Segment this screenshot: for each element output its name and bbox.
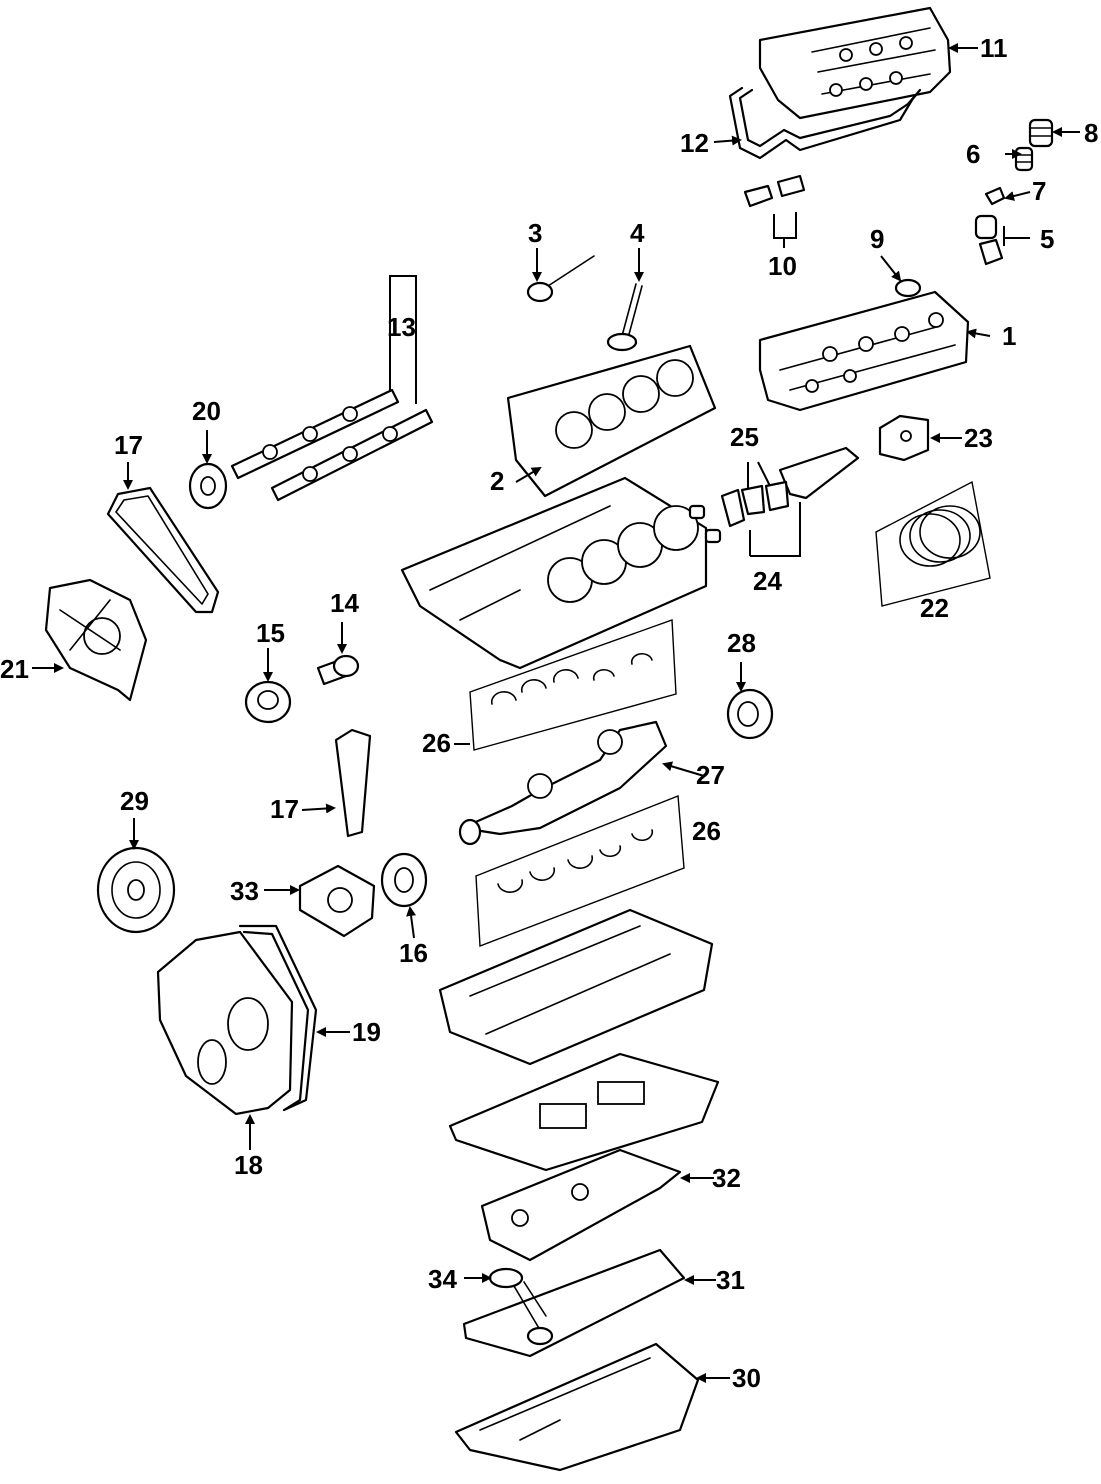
callout-32: 32: [712, 1163, 741, 1193]
callout-11: 11: [980, 33, 1008, 63]
callout-15: 15: [256, 618, 285, 648]
harmonic-balancer: [96, 846, 176, 934]
camshafts: [230, 388, 434, 502]
rocker-arm-pieces: [743, 174, 806, 208]
callout-33: 33: [230, 876, 259, 906]
front-crank-seal: [380, 852, 428, 908]
rear-main-seal: [726, 688, 774, 740]
piston-rings: [875, 480, 991, 607]
callout-17b: 17: [270, 794, 299, 824]
timing-cover-gasket: [238, 924, 318, 1112]
cylinder-head-plug: [894, 278, 922, 298]
callout-34: 34: [428, 1264, 457, 1294]
timing-chain-upper: [106, 486, 220, 614]
callout-12: 12: [680, 128, 709, 158]
callout-17a: 17: [114, 430, 143, 460]
callout-24: 24: [753, 566, 782, 596]
callout-23: 23: [964, 423, 993, 453]
callout-22: 22: [920, 593, 949, 623]
oil-pan-gasket: [462, 1248, 686, 1358]
callout-26a: 26: [422, 728, 451, 758]
callout-2: 2: [490, 466, 504, 496]
piston: [878, 414, 930, 462]
callout-13: 13: [387, 312, 416, 342]
main-bearings-lower: [475, 795, 685, 947]
crankshaft: [458, 720, 668, 846]
connecting-rod: [688, 446, 860, 544]
callout-19: 19: [352, 1017, 381, 1047]
callout-25: 25: [730, 422, 759, 452]
callout-20: 20: [192, 396, 221, 426]
crankshaft-sprocket: [244, 680, 292, 724]
callout-4: 4: [630, 218, 645, 248]
engine-block: [400, 476, 708, 670]
camshaft-sprocket: [188, 462, 228, 510]
callout-27: 27: [696, 760, 725, 790]
callout-28: 28: [727, 628, 756, 658]
exhaust-valve: [606, 283, 643, 352]
front-cover: [156, 930, 294, 1116]
callout-9: 9: [870, 224, 884, 254]
timing-cover-bracket: [44, 578, 148, 702]
lower-crankcase: [438, 908, 714, 1066]
callout-8: 8: [1084, 118, 1098, 148]
callout-3: 3: [528, 218, 542, 248]
oil-pan: [454, 1342, 700, 1472]
cylinder-head-gasket: [506, 344, 717, 498]
callout-1: 1: [1002, 321, 1016, 351]
valve-spring-parts: [974, 118, 1054, 266]
leader-lines: [32, 43, 1080, 1383]
callout-21: 21: [0, 654, 29, 684]
intake-valve: [526, 255, 595, 303]
callout-5: 5: [1040, 224, 1054, 254]
oil-pickup-tube: [488, 1267, 554, 1346]
main-bearings-upper: [469, 619, 677, 751]
callout-14: 14: [330, 588, 359, 618]
callout-29: 29: [120, 786, 149, 816]
callout-30: 30: [732, 1363, 761, 1393]
timing-chain-lower: [334, 728, 372, 838]
callout-18: 18: [234, 1150, 263, 1180]
valve-cover: [758, 6, 952, 120]
oil-baffle: [480, 1148, 682, 1262]
callout-7: 7: [1032, 176, 1046, 206]
oil-pump: [298, 864, 376, 938]
valve-cover-gasket: [728, 86, 922, 160]
callout-31: 31: [716, 1265, 745, 1295]
callout-6: 6: [966, 139, 980, 169]
cylinder-head: [758, 290, 970, 412]
oil-pan-upper: [448, 1052, 720, 1172]
camshaft-bolt: [316, 654, 360, 686]
callout-10: 10: [768, 251, 797, 281]
callout-26b: 26: [692, 816, 721, 846]
callout-16: 16: [399, 938, 428, 968]
